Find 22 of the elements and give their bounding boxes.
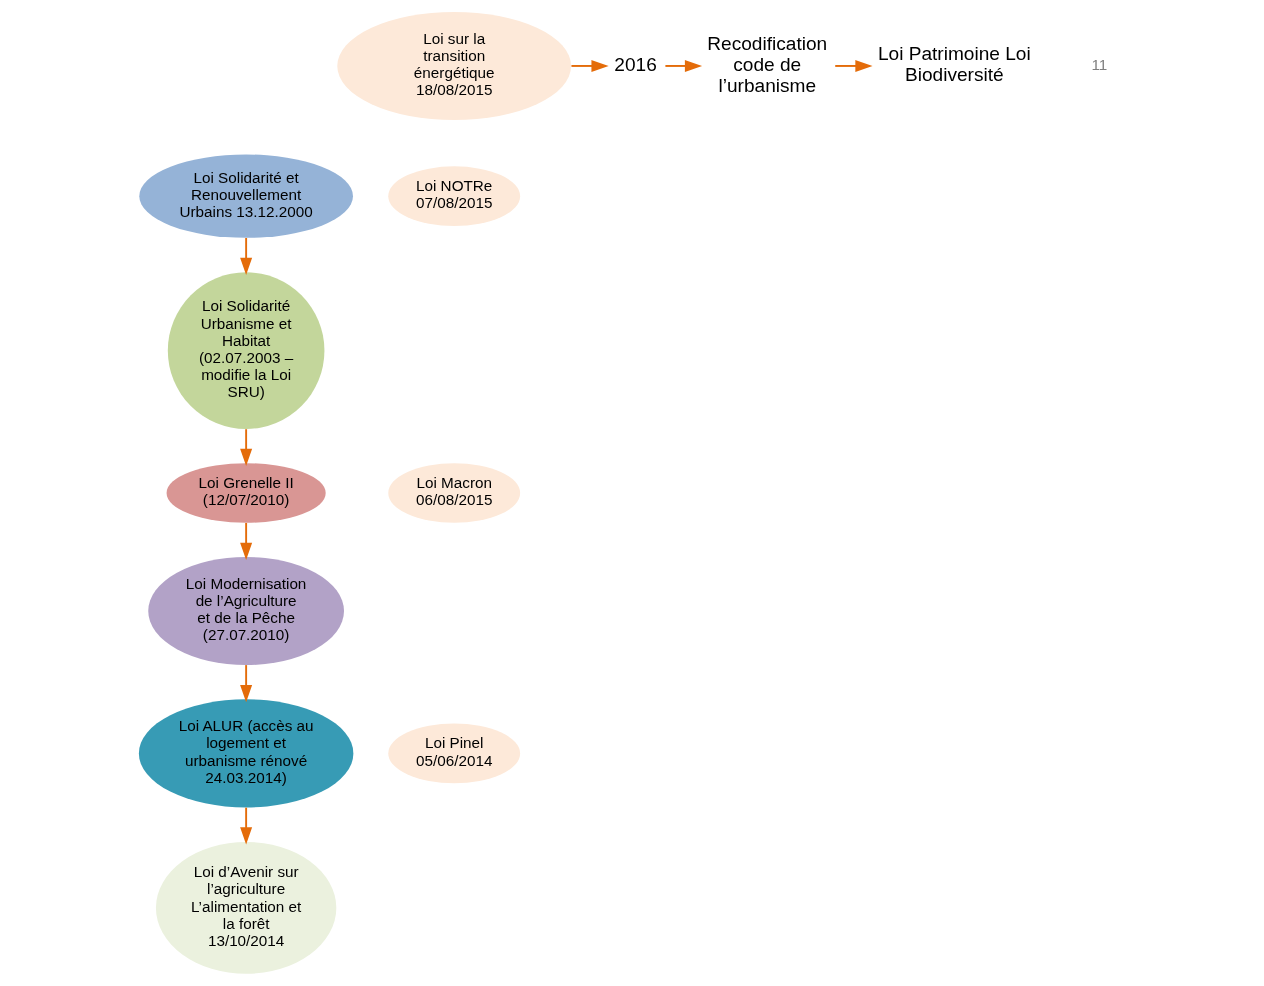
arrow xyxy=(240,664,253,703)
node-ellipse: Loi NOTRe 07/08/2015 xyxy=(388,166,521,226)
node-text: 2016 xyxy=(614,53,657,75)
node-ellipse: Loi d’Avenir sur l’agriculture L’alimentation et la forêt 13/10/2014 xyxy=(155,841,337,974)
node-ellipse: Loi Pinel 05/06/2014 xyxy=(388,723,521,784)
node-ellipse: Loi Macron 06/08/2015 xyxy=(388,463,521,523)
node-ellipse: Loi Solidarité et Renouvellement Urbains 13.12.2000 xyxy=(139,154,353,238)
node-ellipse: Loi Grenelle II (12/07/2010) xyxy=(166,463,326,523)
arrow xyxy=(240,428,253,466)
arrow xyxy=(240,806,253,845)
label: 11 xyxy=(1091,55,1108,73)
arrow xyxy=(834,59,873,72)
arrow xyxy=(570,59,609,72)
node-circle: Loi Solidarité Urbanisme et Habitat (02.07.2003 – modifie la Loi SRU) xyxy=(167,272,325,429)
node-text: Recodification code de l’urbanisme xyxy=(707,32,828,96)
node-ellipse: Loi Modernisation de l’Agriculture et de la Pêche (27.07.2010) xyxy=(148,557,344,666)
node-ellipse: Loi sur la transition énergétique 18/08/2015 xyxy=(337,11,572,121)
arrow xyxy=(664,59,703,72)
node-ellipse: Loi ALUR (accès au logement et urbanisme rénové 24.03.2014) xyxy=(138,699,354,808)
node-text: Loi Patrimoine Loi Biodiversité xyxy=(877,43,1031,86)
arrow xyxy=(240,522,253,560)
arrow xyxy=(240,237,253,276)
